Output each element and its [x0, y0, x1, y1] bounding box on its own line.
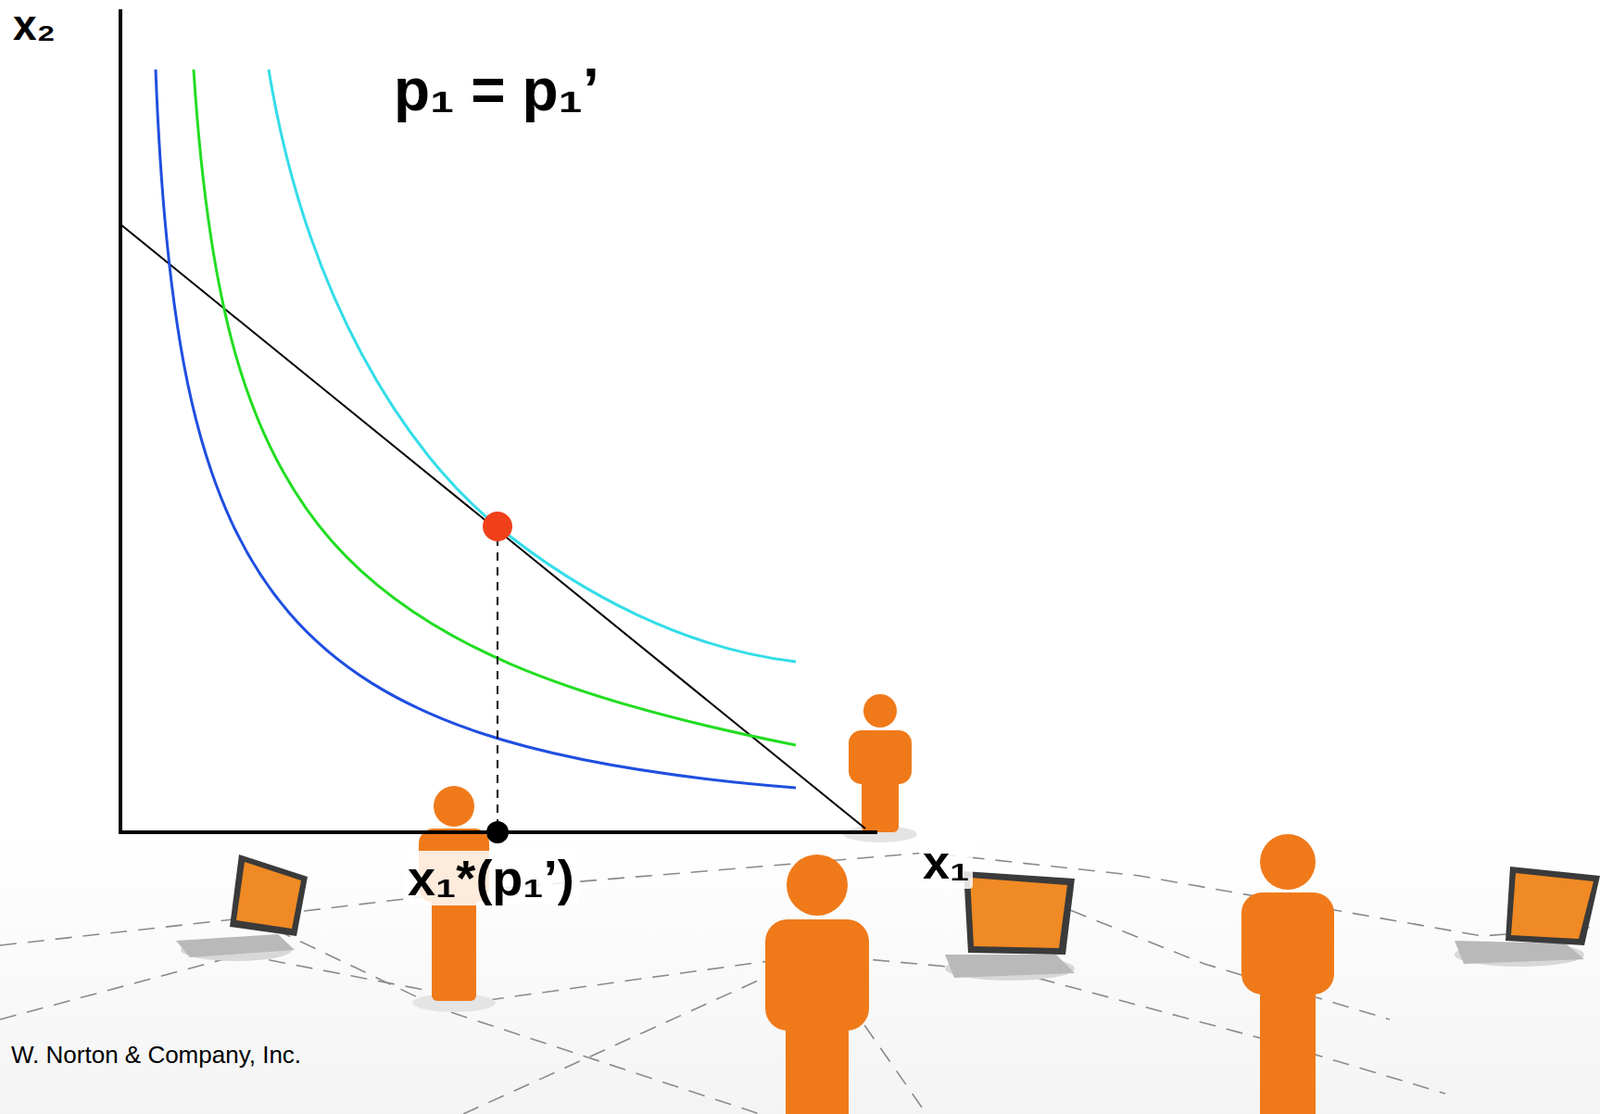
copyright-note: W. Norton & Company, Inc. [11, 1041, 302, 1069]
laptop [1454, 866, 1600, 967]
laptop-screen [970, 877, 1068, 948]
person-legs [785, 1009, 849, 1114]
indifference-curve [268, 69, 796, 662]
laptop-screen [1511, 872, 1594, 939]
axis-label: x₂ [12, 1, 56, 50]
person-head [433, 785, 475, 827]
axis-point [486, 820, 509, 844]
person-head [1259, 833, 1316, 890]
person-head [786, 854, 848, 916]
laptop-base [944, 954, 1075, 978]
laptop [176, 854, 308, 961]
drop-line [496, 537, 499, 825]
network-line [0, 954, 1446, 1094]
person-legs [861, 776, 899, 832]
quantity-label: x₁*(p₁’) [403, 850, 579, 906]
person-body [848, 730, 912, 784]
network-line [250, 917, 760, 1114]
laptop-base [176, 933, 295, 958]
person-figure [1241, 833, 1335, 1114]
indifference-curve [155, 69, 796, 788]
laptop-lid [1505, 866, 1600, 945]
person-legs [431, 889, 477, 1001]
person-head [863, 693, 897, 728]
indifference-curve [193, 69, 796, 745]
laptop-lid [229, 854, 308, 936]
person-legs [1259, 972, 1316, 1114]
laptop-screen [236, 861, 302, 929]
price-label: p₁ = p₁’ [393, 57, 600, 123]
optimum-point [482, 511, 513, 542]
network-line [1019, 889, 1390, 1020]
y-axis [118, 9, 123, 834]
laptop-lid [963, 870, 1075, 955]
person-figure [765, 854, 870, 1114]
axis-label: x₁ [919, 835, 973, 889]
